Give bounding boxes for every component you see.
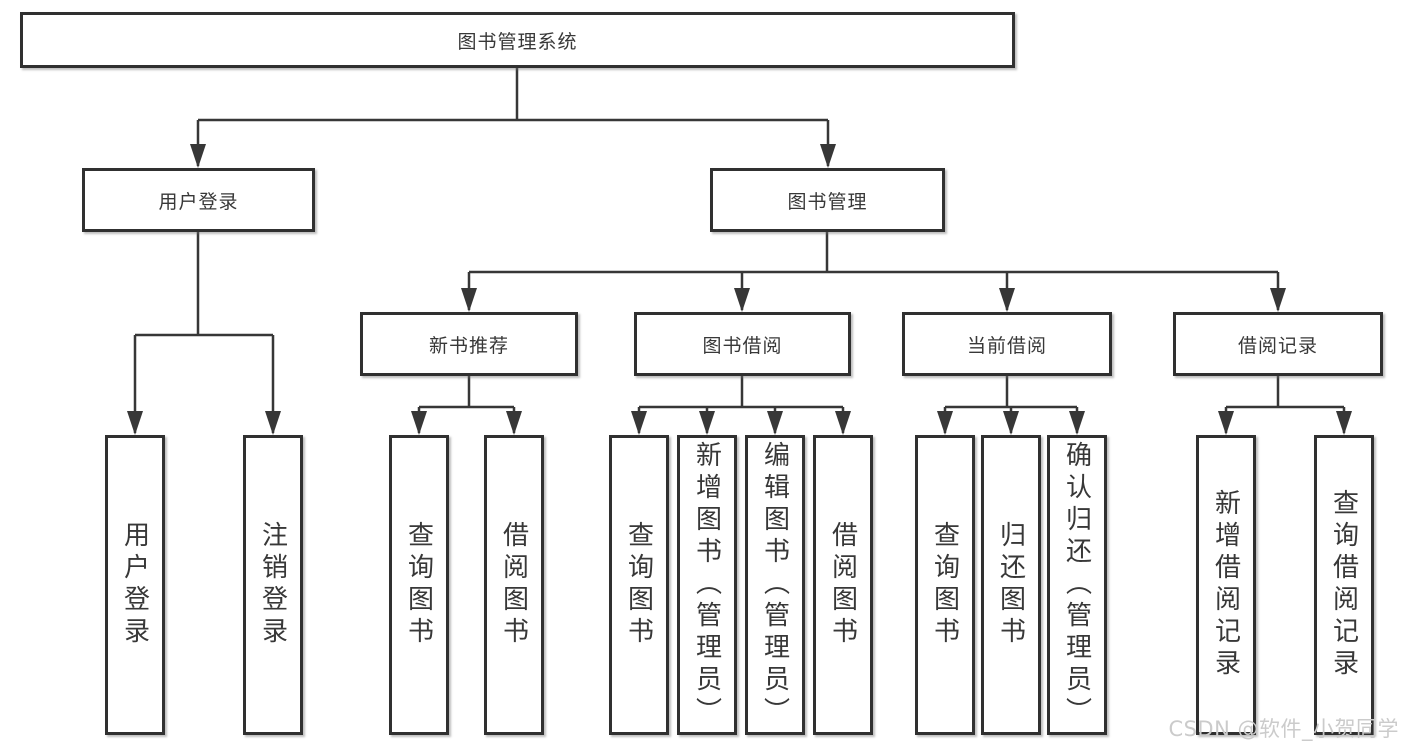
arrowhead-icon (265, 411, 281, 435)
leaf-label: 新增图书（管理员） (691, 441, 722, 729)
leaf-edit-books-admin: 编辑图书（管理员） (745, 435, 805, 735)
arrowhead-icon (631, 411, 647, 435)
arrowhead-icon (937, 411, 953, 435)
leaf-label: 注销登录 (257, 521, 288, 649)
arrowhead-icon (411, 411, 427, 435)
leaf-query-books-2: 查询图书 (609, 435, 669, 735)
arrowhead-icon (767, 411, 783, 435)
node-borrowing-records: 借阅记录 (1173, 312, 1383, 376)
arrowhead-icon (127, 411, 143, 435)
leaf-label: 查询借阅记录 (1328, 489, 1359, 681)
arrowhead-icon (1218, 411, 1234, 435)
arrowhead-icon (734, 288, 750, 312)
leaf-user-login: 用户登录 (105, 435, 165, 735)
arrowhead-icon (820, 144, 836, 168)
leaf-label: 借阅图书 (498, 521, 529, 649)
arrowhead-icon (835, 411, 851, 435)
leaf-label: 查询图书 (929, 521, 960, 649)
leaf-query-books-3: 查询图书 (915, 435, 975, 735)
leaf-logout: 注销登录 (243, 435, 303, 735)
leaf-query-borrow-record: 查询借阅记录 (1314, 435, 1374, 735)
arrowhead-icon (461, 288, 477, 312)
leaf-label: 归还图书 (995, 521, 1026, 649)
leaf-label: 用户登录 (119, 521, 150, 649)
node-book-management: 图书管理 (710, 168, 945, 232)
node-current-borrowing: 当前借阅 (902, 312, 1112, 376)
leaf-label: 借阅图书 (827, 521, 858, 649)
leaf-label: 查询图书 (623, 521, 654, 649)
node-library-management-system: 图书管理系统 (20, 12, 1015, 68)
leaf-borrow-books-2: 借阅图书 (813, 435, 873, 735)
leaf-label: 查询图书 (403, 521, 434, 649)
leaf-return-books: 归还图书 (981, 435, 1041, 735)
arrowhead-icon (1003, 411, 1019, 435)
watermark: CSDN @软件_小贺同学 (1168, 717, 1399, 741)
leaf-borrow-books-1: 借阅图书 (484, 435, 544, 735)
arrowhead-icon (999, 288, 1015, 312)
node-user-login: 用户登录 (82, 168, 315, 232)
node-new-book-recommendation: 新书推荐 (360, 312, 578, 376)
arrowhead-icon (699, 411, 715, 435)
leaf-add-books-admin: 新增图书（管理员） (677, 435, 737, 735)
node-book-borrowing: 图书借阅 (634, 312, 851, 376)
leaf-query-books-1: 查询图书 (389, 435, 449, 735)
arrowhead-icon (1336, 411, 1352, 435)
leaf-confirm-return-admin: 确认归还（管理员） (1047, 435, 1107, 735)
leaf-label: 编辑图书（管理员） (759, 441, 790, 729)
leaf-label: 新增借阅记录 (1210, 489, 1241, 681)
leaf-add-borrow-record: 新增借阅记录 (1196, 435, 1256, 735)
leaf-label: 确认归还（管理员） (1061, 441, 1092, 729)
arrowhead-icon (1270, 288, 1286, 312)
arrowhead-icon (506, 411, 522, 435)
arrowhead-icon (190, 144, 206, 168)
arrowhead-icon (1069, 411, 1085, 435)
